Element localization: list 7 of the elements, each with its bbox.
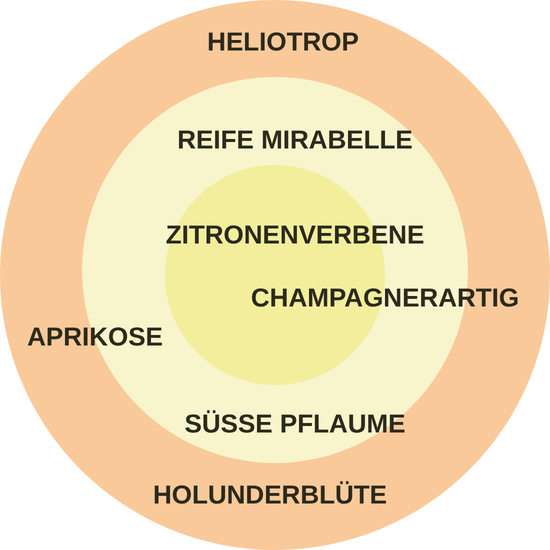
aroma-label: SÜSSE PFLAUME (184, 408, 406, 440)
aroma-label: ZITRONENVERBENE (166, 220, 424, 250)
aroma-label: HOLUNDERBLÜTE (153, 480, 387, 510)
aroma-label: CHAMPAGNERARTIG (250, 282, 520, 314)
aroma-label: HELIOTROP (207, 26, 359, 58)
aroma-label: APRIKOSE (27, 322, 163, 352)
aroma-label: REIFE MIRABELLE (177, 124, 413, 156)
